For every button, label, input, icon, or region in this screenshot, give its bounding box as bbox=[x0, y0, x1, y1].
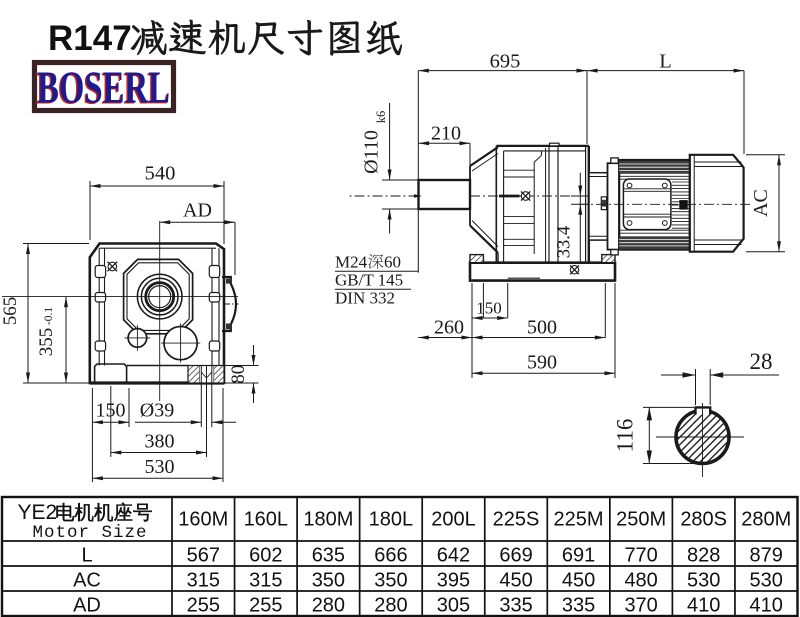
svg-text:160L: 160L bbox=[244, 509, 289, 531]
svg-text:AC: AC bbox=[750, 189, 772, 217]
svg-text:669: 669 bbox=[499, 545, 532, 567]
svg-text:33.4: 33.4 bbox=[555, 226, 575, 258]
svg-text:M24: M24 bbox=[335, 253, 368, 272]
svg-text:Motor Size: Motor Size bbox=[32, 523, 147, 543]
svg-text:Ø39: Ø39 bbox=[140, 400, 174, 422]
svg-text:GB/T 145: GB/T 145 bbox=[335, 271, 403, 290]
svg-text:695: 695 bbox=[490, 51, 521, 73]
svg-text:350: 350 bbox=[374, 570, 407, 592]
svg-text:28: 28 bbox=[750, 349, 773, 374]
svg-text:AD: AD bbox=[183, 200, 212, 222]
svg-text:255: 255 bbox=[187, 595, 220, 617]
svg-text:AC: AC bbox=[73, 570, 101, 592]
svg-text:k6: k6 bbox=[374, 111, 388, 124]
svg-text:150: 150 bbox=[476, 299, 502, 318]
svg-text:602: 602 bbox=[249, 545, 282, 567]
svg-text:160M: 160M bbox=[178, 509, 228, 531]
svg-text:565: 565 bbox=[0, 297, 21, 326]
svg-text:770: 770 bbox=[624, 545, 657, 567]
svg-text:200L: 200L bbox=[431, 509, 476, 531]
svg-text:180L: 180L bbox=[369, 509, 414, 531]
svg-text:280: 280 bbox=[312, 595, 345, 617]
svg-text:280: 280 bbox=[374, 595, 407, 617]
svg-text:315: 315 bbox=[249, 570, 282, 592]
svg-text:335: 335 bbox=[562, 595, 595, 617]
svg-text:370: 370 bbox=[624, 595, 657, 617]
svg-text:567: 567 bbox=[187, 545, 220, 567]
svg-text:116: 116 bbox=[613, 419, 638, 453]
svg-text:635: 635 bbox=[312, 545, 345, 567]
svg-text:530: 530 bbox=[687, 570, 720, 592]
svg-text:590: 590 bbox=[527, 352, 557, 374]
svg-text:DIN 332: DIN 332 bbox=[335, 289, 395, 308]
svg-text:380: 380 bbox=[145, 431, 175, 453]
svg-text:395: 395 bbox=[437, 570, 470, 592]
svg-text:530: 530 bbox=[750, 570, 783, 592]
svg-text:AD: AD bbox=[73, 595, 101, 617]
svg-text:305: 305 bbox=[437, 595, 470, 617]
svg-text:225M: 225M bbox=[554, 509, 604, 531]
svg-text:350: 350 bbox=[312, 570, 345, 592]
svg-text:691: 691 bbox=[562, 545, 595, 567]
svg-text:879: 879 bbox=[750, 545, 783, 567]
svg-text:828: 828 bbox=[687, 545, 720, 567]
svg-text:210: 210 bbox=[431, 123, 461, 145]
svg-text:250M: 250M bbox=[616, 509, 666, 531]
svg-text:355: 355 bbox=[36, 328, 57, 357]
svg-text:450: 450 bbox=[499, 570, 532, 592]
svg-text:450: 450 bbox=[562, 570, 595, 592]
svg-text:255: 255 bbox=[249, 595, 282, 617]
svg-text:280S: 280S bbox=[680, 509, 727, 531]
svg-text:315: 315 bbox=[187, 570, 220, 592]
svg-text:500: 500 bbox=[527, 317, 557, 339]
svg-text:BOSERL: BOSERL bbox=[37, 63, 170, 113]
svg-text:642: 642 bbox=[437, 545, 470, 567]
svg-text:530: 530 bbox=[145, 456, 175, 478]
svg-text:480: 480 bbox=[624, 570, 657, 592]
svg-text:335: 335 bbox=[499, 595, 532, 617]
svg-text:540: 540 bbox=[145, 163, 176, 185]
svg-text:410: 410 bbox=[750, 595, 783, 617]
svg-text:280M: 280M bbox=[741, 509, 791, 531]
svg-text:180M: 180M bbox=[303, 509, 353, 531]
svg-text:Ø110: Ø110 bbox=[361, 130, 383, 174]
svg-text:R147: R147 bbox=[48, 19, 132, 58]
svg-text:150: 150 bbox=[96, 400, 126, 422]
svg-text:80: 80 bbox=[228, 365, 249, 384]
svg-text:L: L bbox=[659, 51, 672, 73]
svg-text:260: 260 bbox=[434, 317, 464, 339]
svg-text:410: 410 bbox=[687, 595, 720, 617]
svg-text:666: 666 bbox=[374, 545, 407, 567]
svg-text:-0.1: -0.1 bbox=[43, 307, 55, 325]
svg-text:225S: 225S bbox=[493, 509, 540, 531]
svg-text:60: 60 bbox=[384, 253, 401, 272]
svg-text:L: L bbox=[81, 545, 92, 567]
svg-text:BOSERL: BOSERL bbox=[36, 63, 169, 113]
svg-text:YE2: YE2 bbox=[18, 501, 58, 524]
